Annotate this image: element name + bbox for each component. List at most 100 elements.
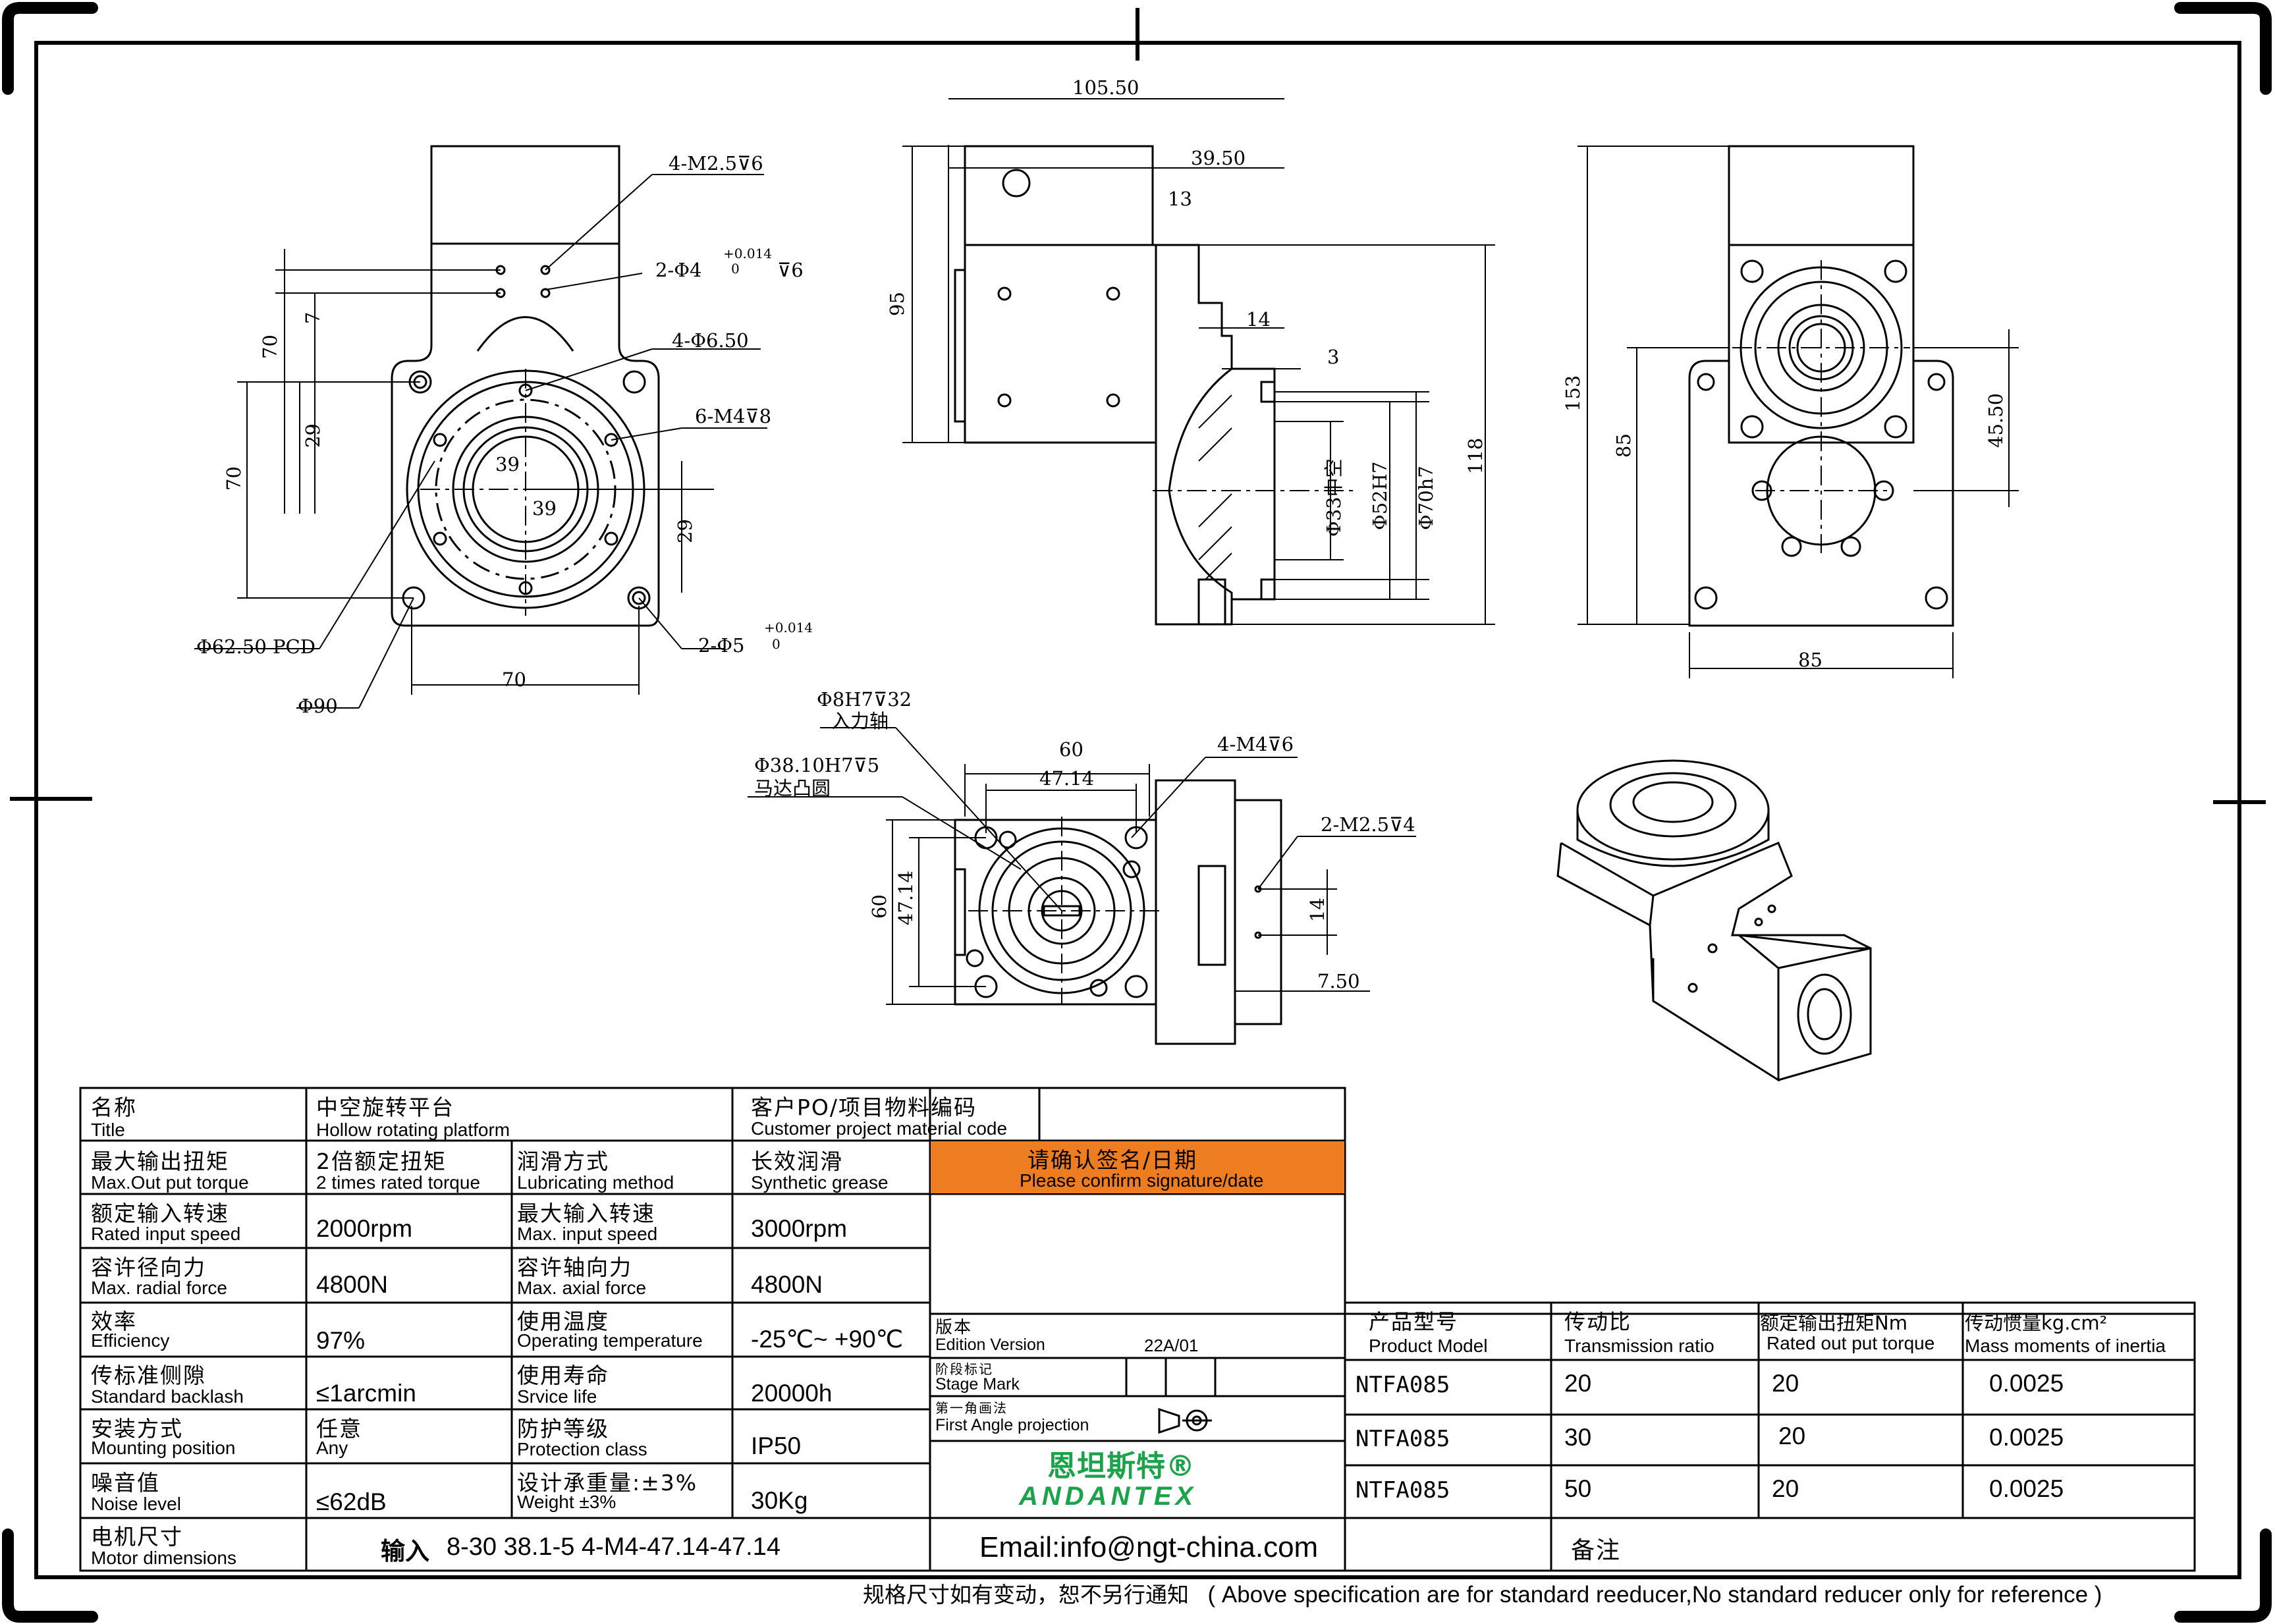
input-dim-14: 14 [1306,898,1329,922]
ratio-header-cn: 传动比 [1564,1309,1632,1334]
motor-value-bold: 输入 [381,1537,429,1565]
top-dim-70-b: 70 [223,466,245,491]
torque-header-cn: 额定输出扭矩Nm [1760,1312,1907,1334]
projection-cn: 第一角画法 [935,1400,1008,1416]
weight-cn: 设计承重量:±3% [517,1470,698,1496]
model-row-2-model: NTFA085 [1356,1426,1450,1452]
motor-value: 8-30 38.1-5 4-M4-47.14-47.14 [447,1533,781,1561]
side-dim-10550: 105.50 [1072,76,1139,99]
temperature-value: -25℃~ +90℃ [751,1326,904,1353]
top-callout-m25: 4-M2.5⊽6 [669,152,763,175]
max-torque-en: Max.Out put torque [91,1172,249,1193]
top-view [194,145,767,709]
input-callout-m25: 2-M2.5⊽4 [1321,813,1415,836]
isometric-view [1556,759,1872,1082]
axial-force-value: 4800N [751,1271,823,1298]
weight-en: Weight ±3% [517,1492,617,1512]
model-row-1-model: NTFA085 [1356,1372,1450,1398]
mounting-cn: 安装方式 [91,1416,183,1442]
rated-speed-value: 2000rpm [316,1215,413,1242]
model-row-3-inertia: 0.0025 [1989,1475,2064,1502]
brand-en: ANDANTEX [1019,1482,1197,1511]
dimension-labels: 4-M2.5⊽6 2-Φ4 +0.014 0 ⊽6 4-Φ6.50 6-M4⊽8… [196,76,2007,992]
lubrication-value-cn: 长效润滑 [751,1149,843,1174]
confirm-en: Please confirm signature/date [1020,1170,1264,1191]
motor-en: Motor dimensions [91,1548,236,1568]
side-dim-118: 118 [1464,438,1487,474]
mounting-en: Mounting position [91,1438,236,1458]
input-callout-shaft: 入力轴 [831,710,889,732]
weight-value: 30Kg [751,1487,808,1514]
edition-cn: 版本 [935,1318,973,1338]
backlash-value: ≤1arcmin [316,1380,416,1407]
customer-po-en: Customer project material code [751,1118,1008,1139]
input-dim-4714-h: 47.14 [1039,767,1094,790]
noise-en: Noise level [91,1494,181,1514]
input-dim-60-v: 60 [868,894,891,919]
stage-en: Stage Mark [935,1375,1020,1394]
confirm-cn: 请确认签名/日期 [1028,1147,1198,1173]
top-dim-7: 7 [302,312,324,324]
customer-po-cn: 客户PO/项目物料编码 [751,1095,977,1120]
right-dim-4550: 45.50 [1985,393,2007,448]
rated-speed-en: Rated input speed [91,1224,241,1244]
radial-force-value: 4800N [316,1271,389,1298]
max-torque-cn: 最大输出扭矩 [91,1149,229,1174]
right-dim-85-v: 85 [1612,433,1635,458]
protection-cn: 防护等级 [517,1416,609,1442]
input-callout-phi38: Φ38.10H7⊽5 [754,754,879,776]
center-marks [10,8,2266,804]
side-dim-13: 13 [1168,188,1192,210]
temperature-cn: 使用温度 [517,1309,609,1334]
footer-note: 规格尺寸如有变动，恕不另行通知 ( Above specification ar… [863,1577,2102,1609]
model-row-1-inertia: 0.0025 [1989,1370,2064,1397]
life-cn: 使用寿命 [517,1363,609,1388]
top-tol-plus-2: +0.014 [764,620,813,636]
mounting-value-en: Any [316,1438,348,1458]
model-row-1-ratio: 20 [1564,1370,1592,1397]
top-dim-29-a: 29 [302,423,324,448]
brand-cn: 恩坦斯特® [1047,1449,1195,1483]
footer-cn: 规格尺寸如有变动，恕不另行通知 [863,1582,1189,1608]
edition-en: Edition Version [935,1336,1045,1354]
top-dim-70-c: 70 [502,668,526,691]
life-en: Srvice life [517,1386,597,1407]
life-value: 20000h [751,1380,833,1407]
axial-force-en: Max. axial force [517,1278,647,1298]
top-tol-zero-2: 0 [772,636,781,652]
lubrication-value-en: Synthetic grease [751,1172,889,1193]
input-callout-phi8: Φ8H7⊽32 [817,688,912,711]
backlash-cn: 传标准侧隙 [91,1363,206,1388]
right-dim-85-h: 85 [1798,649,1823,671]
efficiency-en: Efficiency [91,1330,170,1351]
input-callout-m4: 4-M4⊽6 [1217,733,1294,755]
model-header-cn: 产品型号 [1369,1309,1459,1334]
max-speed-en: Max. input speed [517,1224,658,1244]
top-dim-70-a: 70 [259,335,281,359]
side-dim-phi70: Φ70h7 [1415,466,1437,530]
top-callout-depth6: ⊽6 [777,259,804,281]
input-view [748,727,1416,1045]
side-dim-3950: 39.50 [1191,147,1246,169]
right-dim-153: 153 [1562,375,1584,412]
max-torque-value-cn: 2倍额定扭矩 [316,1149,447,1174]
model-row-2-ratio: 30 [1564,1424,1592,1451]
edition-value: 22A/01 [1144,1336,1199,1355]
noise-value: ≤62dB [316,1488,387,1515]
title-value-en: Hollow rotating platform [316,1120,510,1140]
radial-force-en: Max. radial force [91,1278,227,1298]
max-speed-value: 3000rpm [751,1215,848,1242]
input-callout-boss: 马达凸圆 [754,777,831,799]
title-block-grid [79,1087,2196,1572]
side-dim-3: 3 [1327,346,1339,368]
side-dim-phi52: Φ52H7 [1369,462,1391,530]
inertia-header-cn: 传动惯量kg.cm² [1965,1312,2108,1334]
model-row-3-ratio: 50 [1564,1475,1592,1502]
side-view [902,98,1495,626]
input-dim-4714-v: 47.14 [894,871,917,925]
axial-force-cn: 容许轴向力 [517,1255,632,1280]
top-dim-39-b: 39 [532,497,557,520]
top-callout-pcd: Φ62.50 PCD [196,636,315,658]
